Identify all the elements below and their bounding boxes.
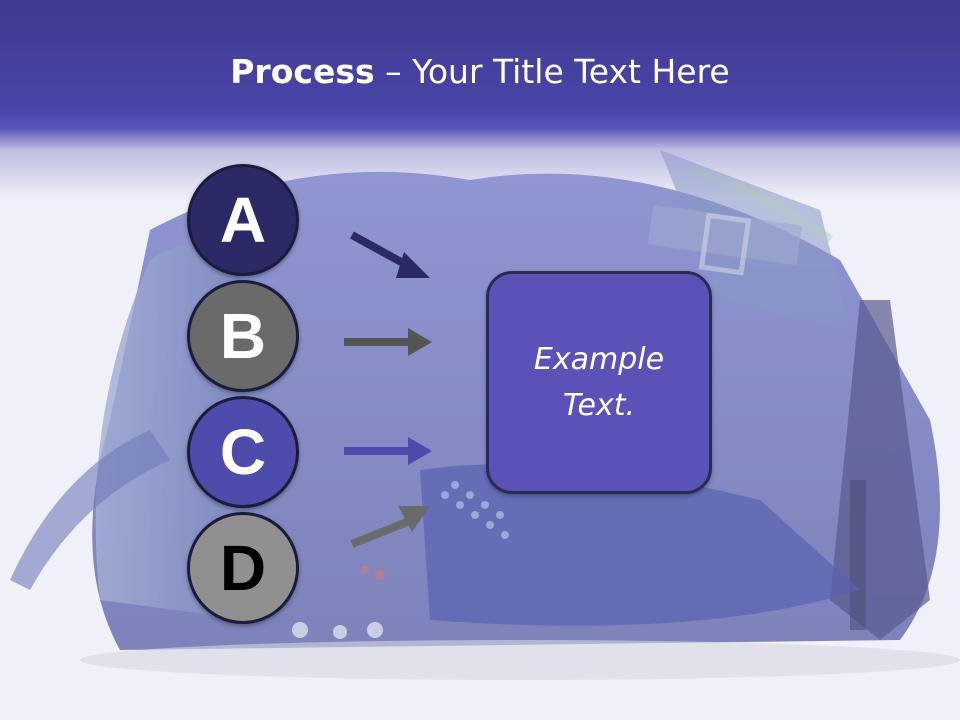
step-circle-b: B	[187, 280, 299, 392]
arrow-b	[344, 328, 432, 356]
arrow-d	[350, 506, 430, 548]
arrow-a	[350, 231, 430, 278]
example-text: Example Text.	[533, 341, 665, 423]
step-circle-c: C	[187, 396, 299, 508]
arrow-c	[344, 437, 432, 465]
example-text-box: Example Text.	[486, 271, 712, 494]
slide-title: Process – Your Title Text Here	[0, 52, 960, 91]
header-band	[0, 0, 960, 200]
title-rest: – Your Title Text Here	[374, 52, 730, 91]
title-bold: Process	[230, 52, 375, 91]
step-circle-a: A	[187, 164, 299, 276]
step-circle-d: D	[187, 512, 299, 624]
